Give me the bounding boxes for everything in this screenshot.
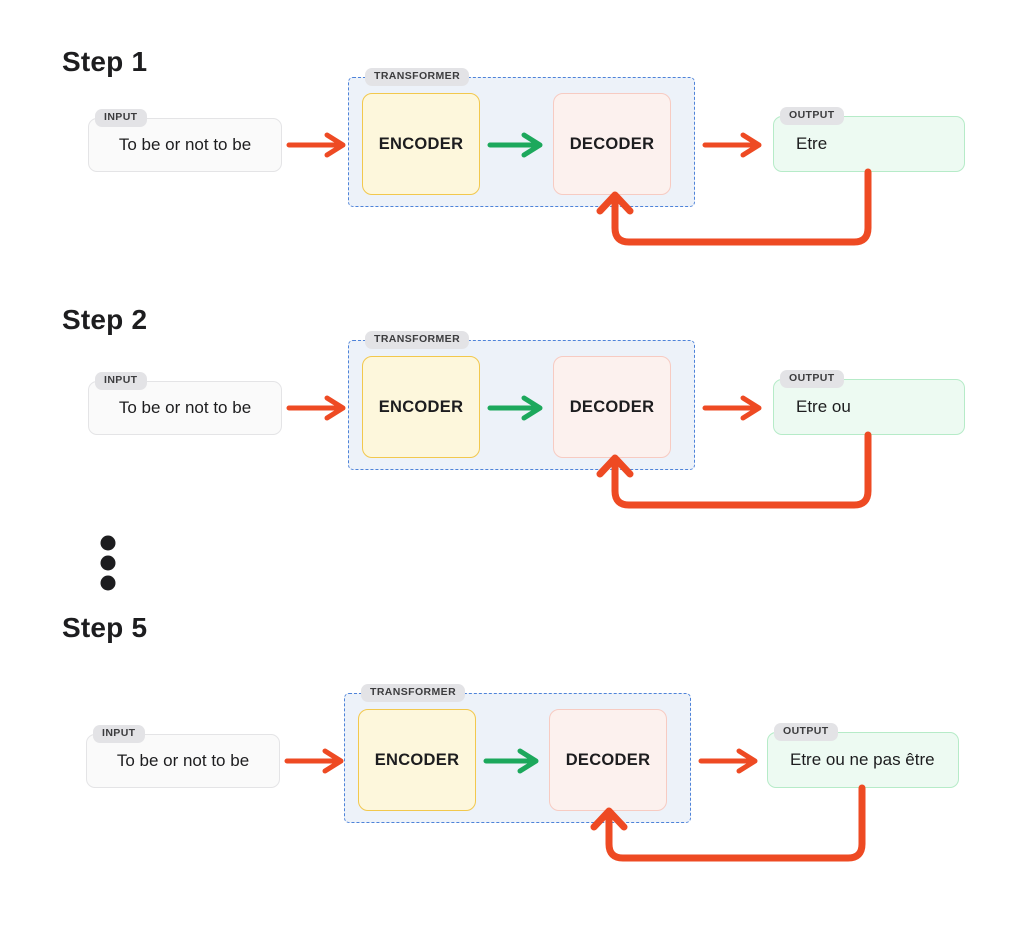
transformer-box: TRANSFORMER ENCODER DECODER: [348, 68, 695, 207]
step-heading: Step 2: [62, 304, 148, 335]
encoder-label: ENCODER: [378, 134, 464, 153]
input-box: INPUT To be or not to be: [88, 109, 282, 172]
output-text: Etre: [796, 134, 828, 153]
output-box: OUTPUT Etre ou ne pas être: [767, 723, 959, 788]
encoder-to-decoder-arrow-icon: [483, 748, 539, 774]
decoder-box: DECODER: [553, 356, 671, 458]
transformer-tag-label: TRANSFORMER: [365, 331, 470, 349]
output-text: Etre ou ne pas être: [790, 750, 935, 769]
encoder-box: ENCODER: [362, 93, 480, 195]
input-text: To be or not to be: [118, 398, 252, 417]
output-tag-label: OUTPUT: [780, 370, 844, 388]
transformer-box: TRANSFORMER ENCODER DECODER: [344, 684, 691, 823]
encoder-label: ENCODER: [378, 397, 464, 416]
input-text: To be or not to be: [118, 135, 252, 154]
transformer-to-output-arrow-icon: [702, 395, 762, 421]
input-box: INPUT To be or not to be: [88, 372, 282, 435]
input-to-transformer-arrow-icon: [284, 748, 344, 774]
input-tag-label: INPUT: [95, 109, 147, 127]
transformer-box: TRANSFORMER ENCODER DECODER: [348, 331, 695, 470]
decoder-box: DECODER: [549, 709, 667, 811]
input-to-transformer-arrow-icon: [286, 132, 346, 158]
input-box: INPUT To be or not to be: [86, 725, 280, 788]
decoder-label: DECODER: [565, 750, 651, 769]
input-tag-label: INPUT: [93, 725, 145, 743]
output-tag-label: OUTPUT: [780, 107, 844, 125]
decoder-label: DECODER: [569, 134, 655, 153]
step-heading: Step 1: [62, 46, 148, 77]
vertical-ellipsis-icon: [100, 535, 116, 591]
transformer-tag-label: TRANSFORMER: [361, 684, 466, 702]
decoder-label: DECODER: [569, 397, 655, 416]
output-to-decoder-feedback-arrow-icon: [590, 784, 866, 862]
encoder-box: ENCODER: [358, 709, 476, 811]
transformer-tag-label: TRANSFORMER: [365, 68, 470, 86]
encoder-label: ENCODER: [374, 750, 460, 769]
encoder-box: ENCODER: [362, 356, 480, 458]
transformer-to-output-arrow-icon: [702, 132, 762, 158]
output-to-decoder-feedback-arrow-icon: [596, 168, 872, 246]
output-to-decoder-feedback-arrow-icon: [596, 431, 872, 509]
output-tag-label: OUTPUT: [774, 723, 838, 741]
input-to-transformer-arrow-icon: [286, 395, 346, 421]
input-text: To be or not to be: [116, 751, 250, 770]
encoder-to-decoder-arrow-icon: [487, 132, 543, 158]
encoder-to-decoder-arrow-icon: [487, 395, 543, 421]
output-box: OUTPUT Etre ou: [773, 370, 965, 435]
transformer-to-output-arrow-icon: [698, 748, 758, 774]
input-tag-label: INPUT: [95, 372, 147, 390]
output-box: OUTPUT Etre: [773, 107, 965, 172]
output-text: Etre ou: [796, 397, 851, 416]
step-heading: Step 5: [62, 612, 148, 643]
decoder-box: DECODER: [553, 93, 671, 195]
